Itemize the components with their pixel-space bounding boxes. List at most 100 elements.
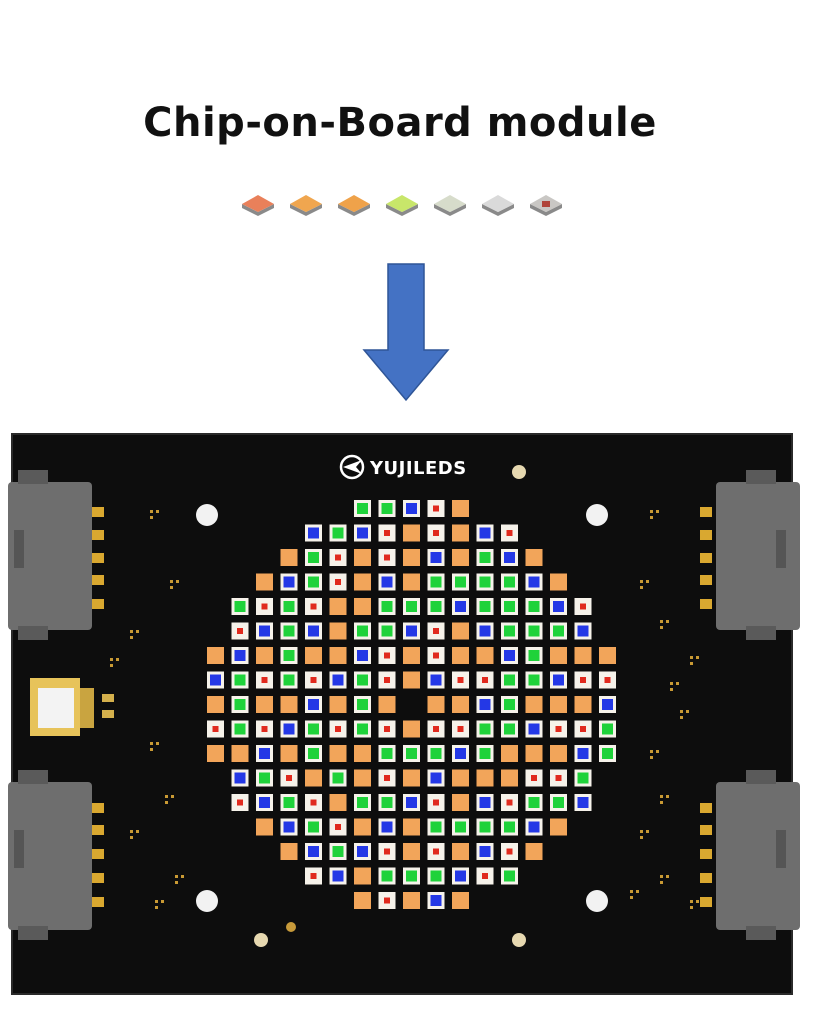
led-cell	[378, 573, 396, 591]
led-cell	[280, 794, 298, 811]
led-cell	[574, 647, 592, 664]
led-cell	[329, 598, 347, 615]
solder-pad	[92, 873, 104, 883]
led-cell	[599, 671, 616, 689]
led-cell	[427, 769, 445, 787]
solder-pad	[700, 575, 712, 585]
led-chip	[290, 195, 322, 216]
led-cell	[354, 696, 371, 713]
led-cell	[452, 794, 469, 811]
mounting-hole	[196, 890, 218, 912]
led-cell	[378, 524, 396, 542]
solder-pad	[92, 599, 104, 609]
led-cell	[525, 794, 543, 811]
smd-component	[176, 580, 179, 583]
led-cell	[329, 867, 347, 885]
led-cell	[403, 549, 420, 566]
led-cell	[476, 549, 494, 566]
led-cell	[256, 720, 273, 738]
led-cell	[329, 769, 347, 787]
led-cell	[280, 769, 298, 787]
led-cell	[427, 500, 445, 517]
led-cell	[525, 745, 543, 762]
smd-component	[690, 662, 693, 665]
led-chip-row	[242, 195, 562, 216]
led-cell	[256, 622, 273, 640]
led-cell	[354, 524, 371, 542]
led-cell	[329, 794, 347, 811]
connector-left-bottom	[8, 770, 92, 940]
led-cell	[427, 671, 445, 689]
led-cell	[256, 794, 273, 811]
led-cell	[354, 818, 371, 836]
smd-component	[660, 801, 663, 804]
led-cell	[452, 867, 469, 885]
solder-pad	[92, 530, 104, 540]
connector-left-top	[8, 470, 92, 640]
led-cell	[354, 794, 371, 811]
solder-pad	[700, 803, 712, 813]
led-cell	[354, 892, 371, 909]
led-cell	[525, 696, 543, 713]
smd-component	[690, 906, 693, 909]
led-cell	[329, 671, 347, 689]
led-cell	[427, 549, 445, 566]
led-cell	[280, 598, 298, 615]
smd-component	[660, 875, 663, 878]
led-cell	[501, 867, 518, 885]
led-cell	[207, 720, 224, 738]
led-cell	[354, 573, 371, 591]
led-cell	[501, 671, 518, 689]
smd-component	[156, 742, 159, 745]
led-cell	[280, 745, 298, 762]
led-cell	[452, 843, 469, 860]
led-cell	[378, 647, 396, 664]
led-cell	[305, 549, 322, 566]
smd-component	[150, 516, 153, 519]
smd-component	[650, 756, 653, 759]
led-cell	[550, 745, 567, 762]
led-cell	[354, 867, 371, 885]
led-cell	[452, 524, 469, 542]
led-cell	[354, 500, 371, 517]
led-cell	[525, 671, 543, 689]
led-cell	[574, 769, 592, 787]
smd-component	[130, 636, 133, 639]
smd-component	[680, 716, 683, 719]
led-cell	[476, 818, 494, 836]
led-cell	[207, 647, 224, 664]
led-cell	[550, 647, 567, 664]
led-cell	[525, 720, 543, 738]
led-cell	[550, 720, 567, 738]
led-cell	[378, 745, 396, 762]
mounting-hole	[586, 890, 608, 912]
led-cell	[525, 598, 543, 615]
smd-component	[150, 742, 153, 745]
side-connector	[30, 678, 114, 736]
solder-pad	[92, 849, 104, 859]
led-cell	[256, 818, 273, 836]
led-cell	[501, 696, 518, 713]
led-cell	[256, 647, 273, 664]
solder-pad	[92, 575, 104, 585]
smd-component	[640, 836, 643, 839]
mounting-hole	[196, 504, 218, 526]
led-cell	[354, 671, 371, 689]
led-cell	[231, 769, 249, 787]
led-cell	[476, 598, 494, 615]
smd-component	[155, 900, 158, 903]
led-cell	[280, 647, 298, 664]
led-cell	[550, 622, 567, 640]
led-cell	[280, 671, 298, 689]
led-cell	[378, 671, 396, 689]
led-cell	[378, 794, 396, 811]
smd-component	[676, 682, 679, 685]
led-cell	[231, 720, 249, 738]
smd-component	[150, 510, 153, 513]
led-cell	[452, 818, 469, 836]
led-cell	[550, 598, 567, 615]
smd-component	[696, 900, 699, 903]
led-cell	[525, 647, 543, 664]
led-cell	[452, 745, 469, 762]
led-cell	[378, 892, 396, 909]
